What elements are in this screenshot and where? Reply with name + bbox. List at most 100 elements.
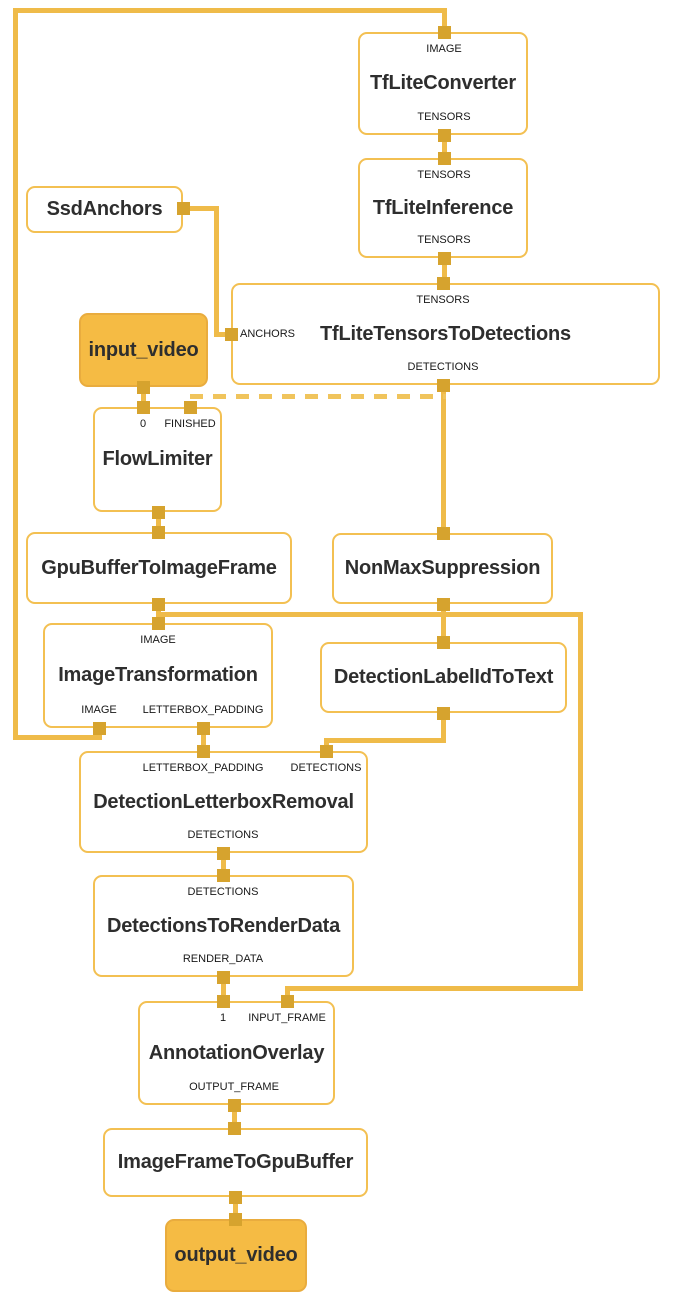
port-icon-ssd-anchors-right0: [176, 201, 190, 215]
port-label-tflite-tensors-to-detections-anchors: ANCHORS: [240, 328, 296, 340]
port-label-detection-letterbox-removal-detections: DETECTIONS: [290, 762, 362, 774]
edge-gpu-buffer-to-annotation-overlay-input-frame-seg2: [284, 985, 583, 991]
port-icon-image-transformation-image: [151, 616, 165, 630]
port-icon-gpu-buffer-to-image-frame-top0: [151, 525, 165, 539]
port-icon-output-video-top0: [228, 1212, 242, 1226]
edge-ssd-anchors-to-anchors-input-seg0: [180, 205, 219, 211]
node-detections-to-render-data[interactable]: DetectionsToRenderData: [93, 875, 354, 977]
port-icon-detection-letterbox-removal-detections: [216, 846, 230, 860]
node-title-flow-limiter: FlowLimiter: [102, 448, 213, 470]
port-icon-flow-limiter-bottom2: [151, 505, 165, 519]
edge-render-data-to-annotation-overlay-seg0: [220, 974, 226, 1004]
edge-gpu-buffer-to-annotation-overlay-input-frame-seg0: [155, 611, 583, 617]
port-icon-gpu-buffer-to-image-frame-bottom1: [151, 597, 165, 611]
port-icon-tflite-tensors-to-detections-tensors: [436, 276, 450, 290]
edge-detections-to-flow-limiter-finished-seg0: [189, 393, 446, 399]
node-image-transformation[interactable]: ImageTransformation: [43, 623, 273, 728]
node-title-annotation-overlay: AnnotationOverlay: [148, 1041, 325, 1064]
node-title-tflite-inference: TfLiteInference: [372, 196, 514, 219]
node-title-image-transformation: ImageTransformation: [58, 664, 258, 686]
port-icon-tflite-converter-tensors: [437, 128, 451, 142]
node-gpu-buffer-to-image-frame[interactable]: GpuBufferToImageFrame: [26, 532, 292, 604]
edge-label-id-to-text-to-letterbox-removal-seg0: [440, 710, 446, 743]
port-label-image-transformation-image: IMAGE: [140, 634, 176, 646]
port-icon-tflite-inference-tensors: [437, 151, 451, 165]
port-icon-annotation-overlay-output_frame: [227, 1098, 241, 1112]
edge-ssd-anchors-to-anchors-input-seg2: [213, 331, 234, 337]
port-icon-detection-letterbox-removal-letterbox_padding: [196, 744, 210, 758]
edge-detections-to-non-max-suppression-seg0: [440, 382, 446, 536]
port-icon-flow-limiter-finished: [183, 400, 197, 414]
edge-ssd-anchors-to-anchors-input-seg1: [213, 205, 219, 337]
port-label-flow-limiter-finished: FINISHED: [164, 418, 216, 430]
node-non-max-suppression[interactable]: NonMaxSuppression: [332, 533, 553, 604]
port-icon-flow-limiter-0: [136, 400, 150, 414]
port-icon-non-max-suppression-top0: [436, 526, 450, 540]
port-icon-detections-to-render-data-render_data: [216, 970, 230, 984]
port-icon-input-video-bottom0: [136, 380, 150, 394]
edge-flow-limiter-to-gpu-buffer-seg0: [155, 508, 161, 535]
port-icon-image-frame-to-gpu-buffer-bottom1: [228, 1190, 242, 1204]
edge-gpu-buffer-to-annotation-overlay-input-frame-seg1: [577, 611, 583, 991]
port-icon-detection-letterbox-removal-detections: [319, 744, 333, 758]
port-label-detection-letterbox-removal-letterbox_padding: LETTERBOX_PADDING: [142, 762, 264, 774]
port-label-image-transformation-letterbox_padding: LETTERBOX_PADDING: [142, 704, 264, 716]
node-ssd-anchors[interactable]: SsdAnchors: [26, 186, 183, 233]
node-annotation-overlay[interactable]: AnnotationOverlay: [138, 1001, 335, 1105]
edge-tflite-inference-to-tensors-to-detections-seg0: [441, 255, 447, 286]
port-icon-image-transformation-image: [92, 721, 106, 735]
node-title-image-frame-to-gpu-buffer: ImageFrameToGpuBuffer: [117, 1151, 354, 1173]
port-label-tflite-inference-tensors: TENSORS: [417, 169, 471, 181]
port-icon-tflite-tensors-to-detections-anchors: [224, 327, 238, 341]
port-icon-annotation-overlay-1: [216, 994, 230, 1008]
port-label-annotation-overlay-output_frame: OUTPUT_FRAME: [189, 1081, 279, 1093]
port-label-image-transformation-image: IMAGE: [81, 704, 117, 716]
edge-image-frame-to-gpu-buffer-to-output-video-seg0: [232, 1194, 238, 1222]
port-icon-detections-to-render-data-detections: [216, 868, 230, 882]
port-label-detection-letterbox-removal-detections: DETECTIONS: [187, 829, 259, 841]
node-output-video[interactable]: output_video: [165, 1219, 307, 1292]
port-icon-detection-label-id-to-text-top0: [436, 635, 450, 649]
node-detection-letterbox-removal[interactable]: DetectionLetterboxRemoval: [79, 751, 368, 853]
port-icon-tflite-tensors-to-detections-detections: [436, 378, 450, 392]
port-label-tflite-converter-image: IMAGE: [426, 43, 462, 55]
node-title-non-max-suppression: NonMaxSuppression: [344, 557, 541, 579]
port-label-detections-to-render-data-render_data: RENDER_DATA: [182, 953, 264, 965]
node-detection-label-id-to-text[interactable]: DetectionLabelIdToText: [320, 642, 567, 713]
edge-letterbox-removal-to-render-data-seg0: [220, 850, 226, 878]
port-label-flow-limiter-0: 0: [139, 418, 147, 430]
node-title-output-video: output_video: [174, 1244, 298, 1266]
port-icon-image-frame-to-gpu-buffer-top0: [227, 1121, 241, 1135]
edge-image-transformation-image-to-tflite-converter-seg1: [12, 734, 102, 740]
node-image-frame-to-gpu-buffer[interactable]: ImageFrameToGpuBuffer: [103, 1128, 368, 1197]
node-title-ssd-anchors: SsdAnchors: [46, 198, 163, 220]
edge-annotation-overlay-to-image-frame-to-gpu-buffer-seg0: [231, 1102, 237, 1131]
port-icon-tflite-inference-tensors: [437, 251, 451, 265]
node-flow-limiter[interactable]: FlowLimiter: [93, 407, 222, 512]
node-title-detection-letterbox-removal: DetectionLetterboxRemoval: [93, 790, 354, 813]
port-label-annotation-overlay-1: 1: [219, 1012, 227, 1024]
port-label-tflite-tensors-to-detections-tensors: TENSORS: [416, 294, 470, 306]
port-label-tflite-converter-tensors: TENSORS: [417, 111, 471, 123]
node-title-tflite-tensors-to-detections: TfLiteTensorsToDetections: [320, 322, 571, 345]
node-input-video[interactable]: input_video: [79, 313, 208, 387]
edge-label-id-to-text-to-letterbox-removal-seg1: [323, 737, 446, 743]
node-title-tflite-converter: TfLiteConverter: [370, 72, 516, 94]
port-icon-annotation-overlay-input_frame: [280, 994, 294, 1008]
node-title-detections-to-render-data: DetectionsToRenderData: [106, 914, 341, 937]
node-tflite-inference[interactable]: TfLiteInference: [358, 158, 528, 258]
port-icon-tflite-converter-image: [437, 25, 451, 39]
port-label-annotation-overlay-input_frame: INPUT_FRAME: [248, 1012, 326, 1024]
port-label-tflite-inference-tensors: TENSORS: [417, 234, 471, 246]
edge-non-max-suppression-to-label-id-to-text-seg0: [440, 601, 446, 645]
edge-tflite-converter-to-tflite-inference-seg0: [441, 132, 447, 161]
edge-letterbox-padding-to-letterbox-removal-seg0: [200, 725, 206, 754]
edge-image-transformation-image-to-tflite-converter-seg3: [12, 7, 447, 13]
port-label-tflite-tensors-to-detections-detections: DETECTIONS: [407, 361, 479, 373]
port-icon-non-max-suppression-bottom1: [436, 597, 450, 611]
edge-input-video-to-flow-limiter-seg0: [140, 384, 146, 410]
port-icon-detection-label-id-to-text-bottom1: [436, 706, 450, 720]
edge-image-transformation-image-to-tflite-converter-seg4: [441, 7, 447, 35]
edge-image-transformation-image-to-tflite-converter-seg2: [12, 7, 18, 740]
